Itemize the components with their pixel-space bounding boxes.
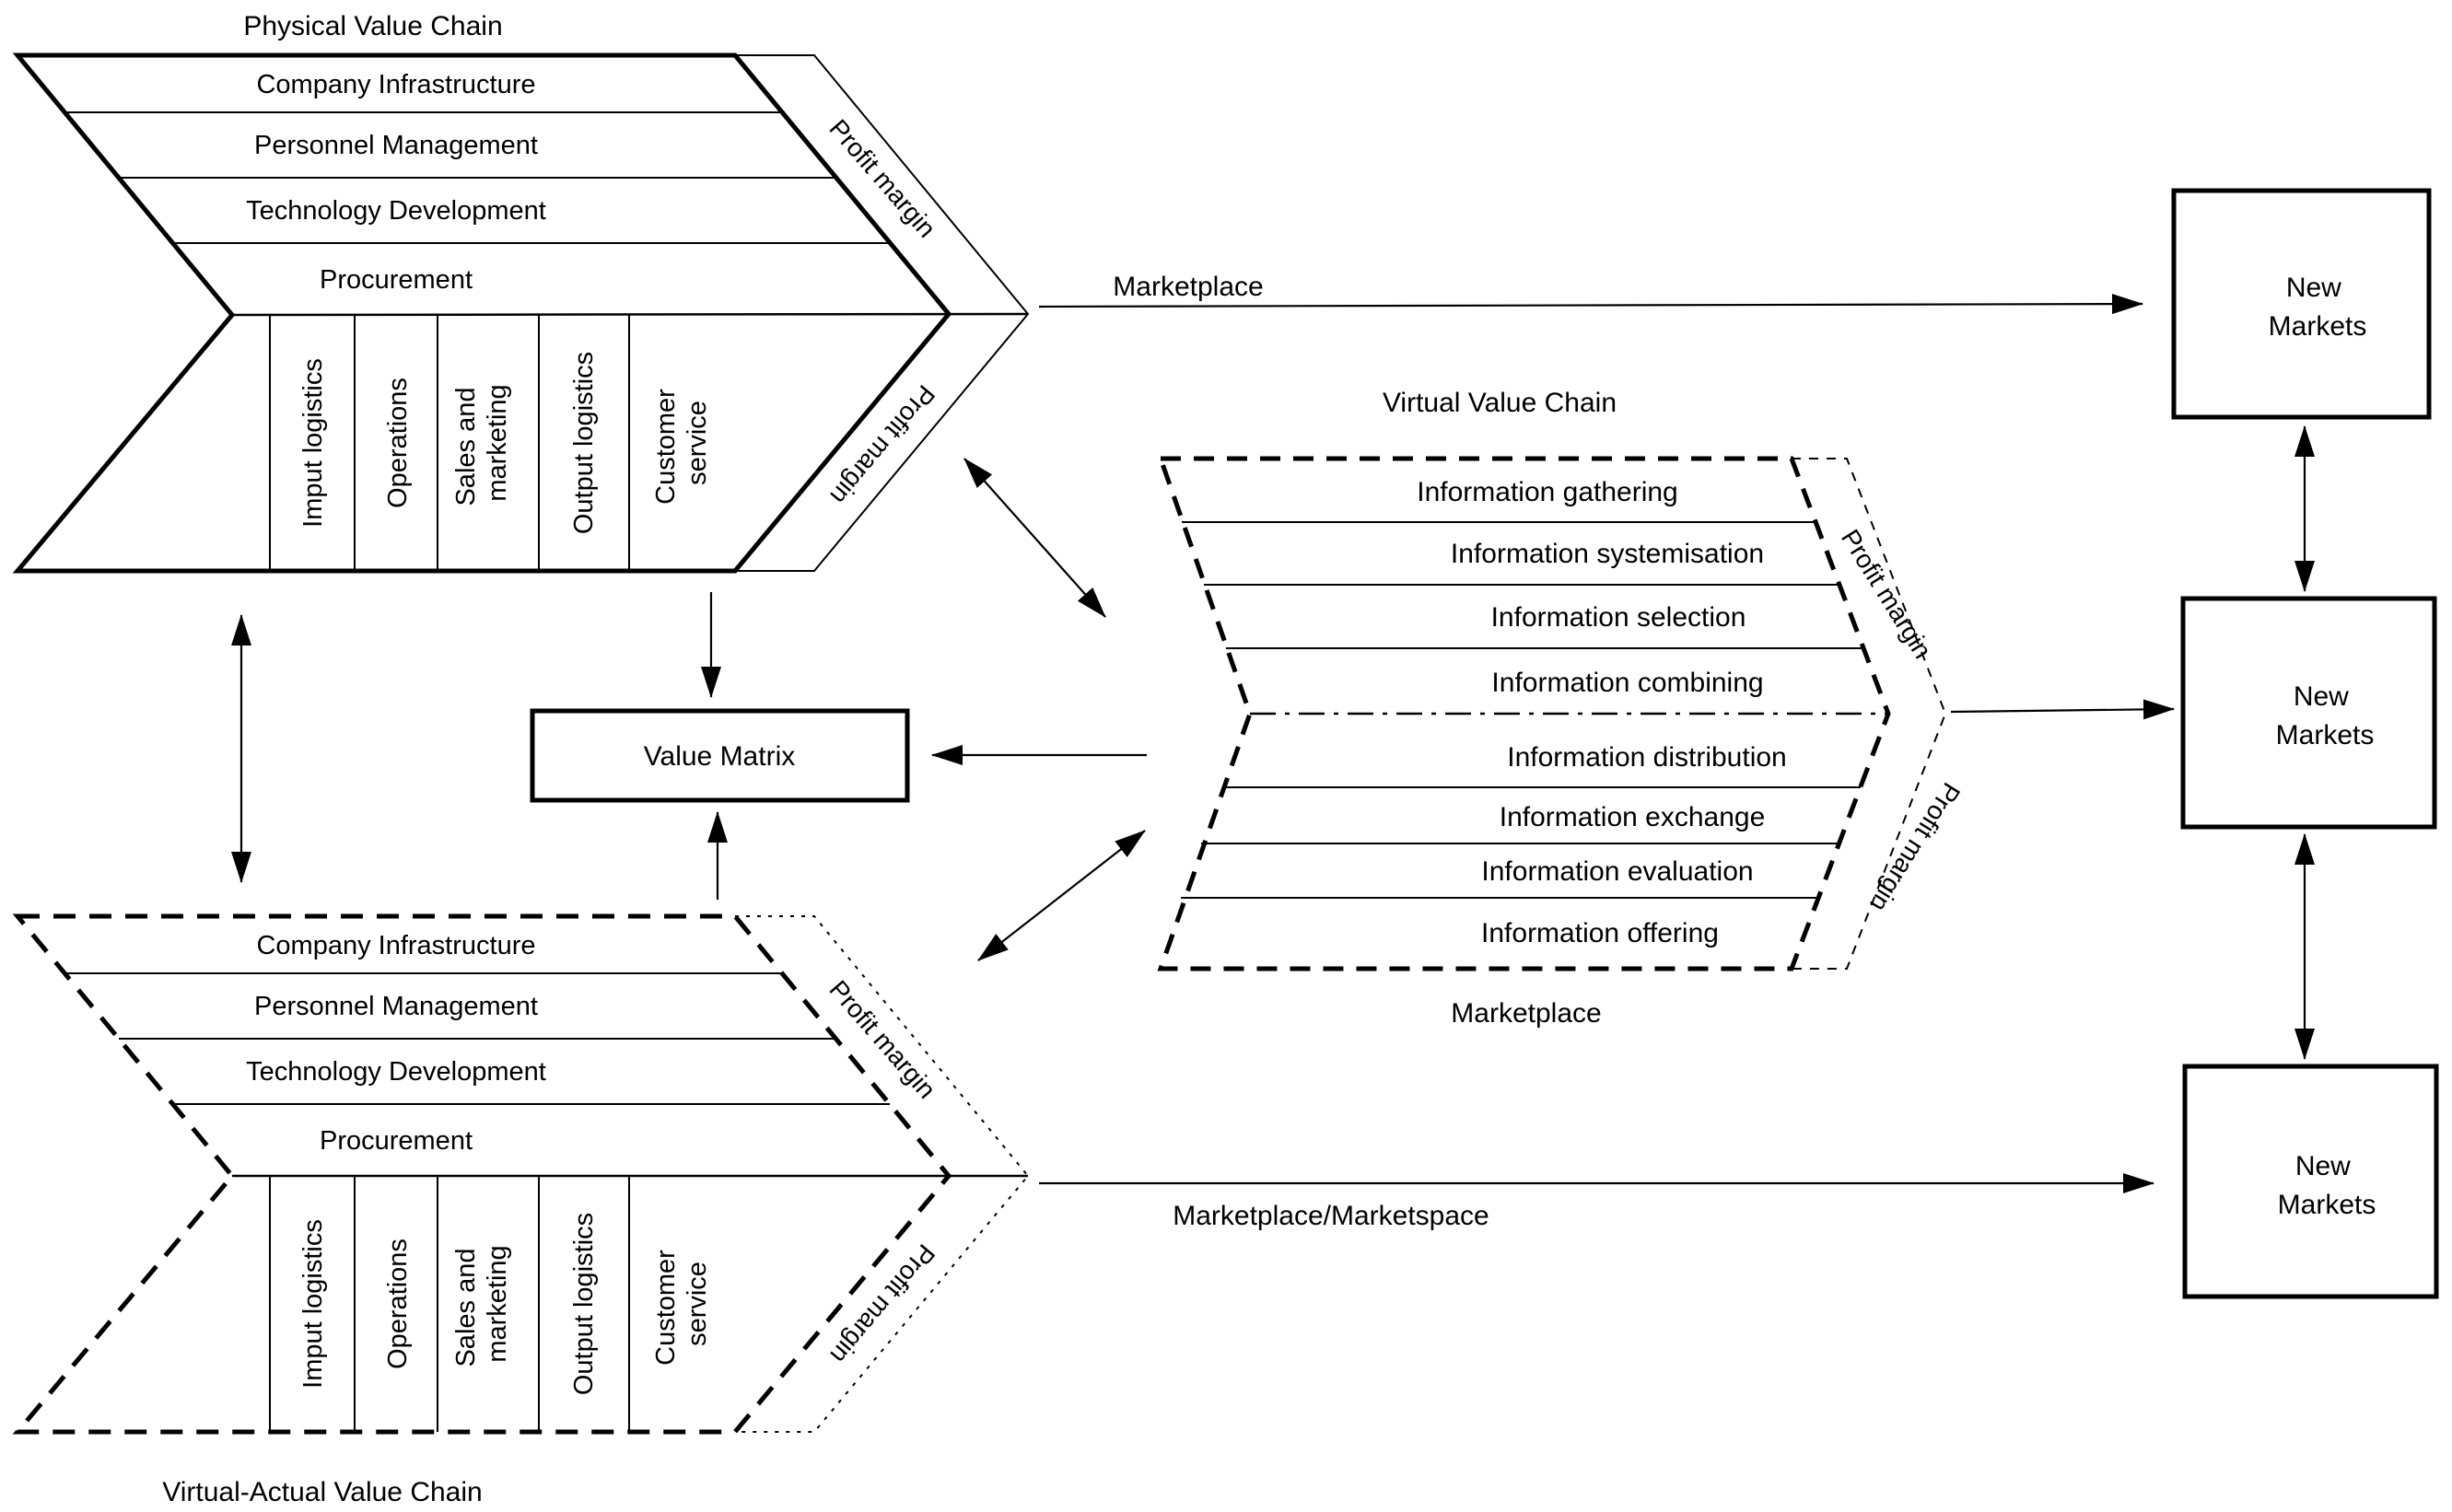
virtual-row-label: Information gathering <box>1417 477 1678 507</box>
physical-chain-title: Physical Value Chain <box>243 11 502 41</box>
physical-support-row-label: Company Infrastructure <box>256 70 535 99</box>
physical-support-row-label: Technology Development <box>246 196 546 226</box>
physical-column-label-line: marketing <box>483 384 512 501</box>
virtual-actual-column-label: Imput logistics <box>298 1219 328 1389</box>
virtual-actual-value-chain: Company Infrastructure Personnel Managem… <box>12 913 1030 1507</box>
new-markets-bottom: New Markets <box>2182 1064 2439 1299</box>
marketplace-arrow-label: Marketplace <box>1113 272 1263 302</box>
virtual-actual-support-row-label: Personnel Management <box>254 992 538 1021</box>
new-markets-bottom-box <box>2182 1064 2439 1299</box>
virtual-value-chain: Virtual Value Chain Information gatherin… <box>1157 388 1966 1029</box>
new-markets-label-line: Markets <box>2276 720 2375 750</box>
virtual-actual-support-row-label: Procurement <box>320 1126 473 1156</box>
marketplace-marketspace-arrow-label: Marketplace/Marketspace <box>1173 1201 1489 1231</box>
virtual-chain-title: Virtual Value Chain <box>1383 388 1617 418</box>
virtual-row-label: Information combining <box>1491 668 1763 698</box>
marketplace-arrow <box>1038 294 2143 315</box>
virtual-row-label: Information evaluation <box>1481 856 1753 887</box>
physical-column-label-line: Customer <box>651 389 681 505</box>
new-markets-label-line: Markets <box>2278 1190 2376 1220</box>
virtual-to-new-markets-arrow <box>1950 699 2175 720</box>
virtual-chain-marketplace-label: Marketplace <box>1451 998 1601 1029</box>
virtual-actual-support-row-label: Company Infrastructure <box>256 931 535 960</box>
new-markets-top-box <box>2171 188 2432 420</box>
physical-virtual-double-arrow <box>963 458 1106 618</box>
virtual-actual-column-label-line: marketing <box>483 1245 512 1362</box>
virtual-actual-chain-title: Virtual-Actual Value Chain <box>162 1477 482 1507</box>
virtual-actual-column-label: Output logistics <box>569 1213 599 1395</box>
physical-column-label: Sales and marketing <box>451 379 512 506</box>
physical-column-label-line: Sales and <box>451 388 481 506</box>
virtual-actual-column-label-line: Customer <box>651 1250 681 1366</box>
virtual-actual-support-row-label: Technology Development <box>246 1057 546 1087</box>
virtual-actual-column-label: Sales and marketing <box>451 1240 512 1367</box>
virtual-actual-column-label: Operations <box>383 1239 413 1369</box>
new-markets-top-label: New Markets <box>2269 273 2367 342</box>
new-markets-middle-label: New Markets <box>2276 681 2375 750</box>
new-markets-bottom-label: New Markets <box>2278 1151 2376 1220</box>
physical-mid-line <box>231 312 1029 317</box>
new-markets-middle: New Markets <box>2180 596 2437 830</box>
new-markets-top: New Markets <box>2171 188 2432 420</box>
value-matrix: Value Matrix <box>530 708 910 803</box>
virtual-actual-virtual-double-arrow <box>977 830 1146 961</box>
new-markets-label-line: New <box>2286 273 2341 303</box>
virtual-actual-column-label: Customer service <box>651 1242 712 1366</box>
physical-column-label-line: service <box>683 401 712 485</box>
virtual-profit-margin-upper: Profit margin <box>1836 524 1937 663</box>
physical-support-row-label: Procurement <box>320 265 473 295</box>
physical-column-label: Imput logistics <box>298 358 328 528</box>
physical-column-label: Output logistics <box>569 352 599 534</box>
virtual-actual-profit-margin-upper: Profit margin <box>823 975 941 1104</box>
new-markets-middle-box <box>2180 596 2437 830</box>
physical-profit-margin-upper: Profit margin <box>823 114 941 243</box>
physical-value-chain: Physical Value Chain Company Infrastruct… <box>12 11 1030 574</box>
value-matrix-label: Value Matrix <box>644 741 796 772</box>
virtual-row-label: Information selection <box>1491 602 1746 633</box>
new-markets-label-line: New <box>2295 1151 2351 1181</box>
new-markets-label-line: New <box>2294 681 2349 712</box>
physical-support-row-label: Personnel Management <box>254 131 538 160</box>
virtual-row-label: Information offering <box>1481 918 1719 948</box>
virtual-chain-margin-band-outline <box>1792 458 1947 970</box>
virtual-actual-column-label-line: Sales and <box>451 1249 481 1367</box>
physical-column-label: Customer service <box>651 381 712 505</box>
virtual-actual-column-label-line: service <box>683 1262 712 1346</box>
virtual-row-label: Information distribution <box>1507 742 1787 773</box>
virtual-row-label: Information exchange <box>1500 802 1766 832</box>
value-matrix-box <box>530 708 910 803</box>
virtual-row-label: Information systemisation <box>1451 539 1764 569</box>
new-markets-label-line: Markets <box>2269 311 2367 342</box>
virtual-actual-chain-margin-band-outline <box>735 915 1030 1433</box>
physical-column-label: Operations <box>383 378 413 508</box>
virtual-profit-margin-lower: Profit margin <box>1864 778 1966 917</box>
